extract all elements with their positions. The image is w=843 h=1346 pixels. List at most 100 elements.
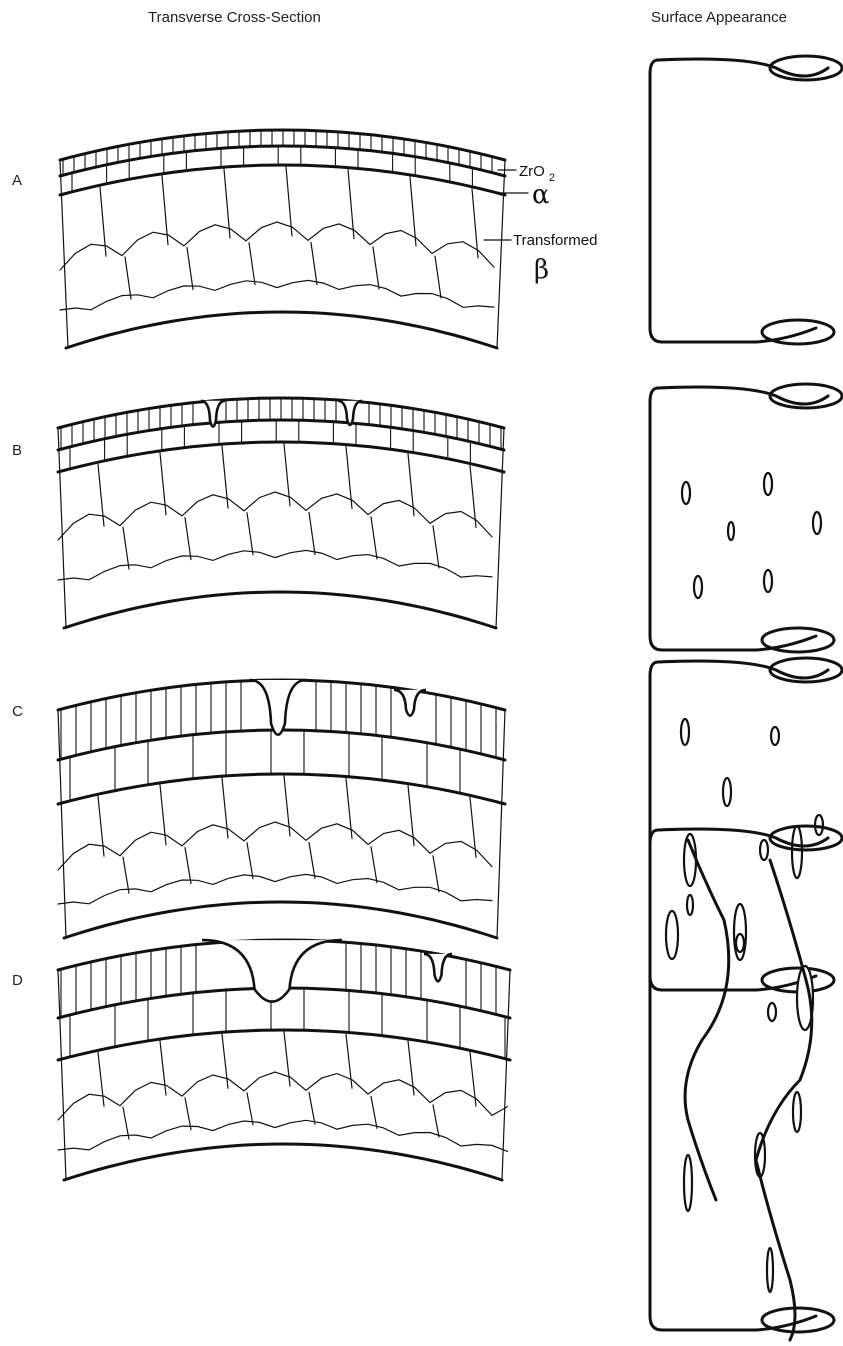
- surface-appearance-header: Surface Appearance: [651, 9, 787, 26]
- cross-section-c: [58, 680, 505, 938]
- surface-pit: [793, 1092, 801, 1132]
- beta-grain-boundary: [346, 779, 352, 839]
- inner-surface: [64, 1144, 502, 1180]
- surface-pit: [767, 1248, 773, 1292]
- oxide-pit: [394, 690, 426, 716]
- beta-grain-boundary: [433, 526, 439, 568]
- cross-section-a: [60, 130, 505, 348]
- beta-grain-boundary: [373, 247, 379, 289]
- cross-section-b: [58, 398, 504, 628]
- beta-grain-boundary: [247, 513, 253, 555]
- surface-pit: [813, 512, 821, 534]
- beta-grain-boundary: [284, 776, 290, 836]
- beta-grain-boundary: [309, 513, 315, 555]
- beta-grain-boundary: [371, 517, 377, 559]
- row-label-b: B: [12, 442, 22, 459]
- alpha-label: α: [532, 180, 550, 210]
- alpha-beta-interface: [58, 442, 504, 472]
- beta-grain-boundary: [222, 778, 228, 838]
- beta-grain-boundary: [371, 1096, 377, 1128]
- beta-grain-boundary: [125, 257, 131, 299]
- beta-grain-boundary: [408, 1041, 414, 1095]
- surface-pit: [736, 934, 744, 952]
- surface-pit: [687, 895, 693, 915]
- surface-d: [650, 826, 842, 1340]
- beta-grain-boundary: [98, 1052, 104, 1106]
- transformed-label: Transformed: [513, 232, 597, 249]
- tube-top-edge: [658, 387, 828, 404]
- beta-grain-boundary: [58, 1120, 508, 1151]
- beta-grain-boundary: [249, 243, 255, 285]
- beta-grain-boundary: [185, 1098, 191, 1130]
- beta-grain-boundary: [371, 847, 377, 883]
- beta-grain-boundary: [433, 856, 439, 892]
- beta-grain-boundary: [60, 280, 494, 310]
- tube-bottom-loop: [762, 1308, 834, 1332]
- zro2-text: ZrO: [519, 163, 545, 180]
- beta-grain-boundary: [435, 256, 441, 298]
- row-label-a: A: [12, 172, 22, 189]
- beta-grain-boundary: [98, 796, 104, 856]
- surface-pit: [792, 826, 802, 878]
- inner-surface: [64, 902, 497, 938]
- beta-grain-boundary: [160, 1041, 166, 1095]
- beta-grain-boundary: [58, 1072, 508, 1120]
- beta-grain-boundary: [60, 222, 494, 270]
- surface-pit: [771, 727, 779, 745]
- alpha-beta-interface: [58, 774, 505, 804]
- tube-bottom-loop: [762, 628, 834, 652]
- alpha-beta-interface: [60, 165, 505, 195]
- surface-pit: [682, 482, 690, 504]
- beta-grain-boundary: [222, 1034, 228, 1088]
- left-edge: [58, 970, 66, 1180]
- surface-pit: [681, 719, 689, 745]
- beta-grain-boundary: [98, 464, 104, 526]
- tube-outline: [650, 388, 816, 650]
- surface-pit: [764, 570, 772, 592]
- spalled-region-outline: [685, 840, 812, 1340]
- right-edge: [496, 428, 504, 628]
- oxide-pit: [250, 680, 306, 735]
- beta-grain-boundary: [346, 1034, 352, 1088]
- cross-section-d: [58, 940, 510, 1180]
- oxide-pit: [202, 940, 342, 1002]
- surface-a: [650, 56, 842, 344]
- zro2-subscript: 2: [549, 172, 555, 184]
- beta-grain-boundary: [311, 243, 317, 285]
- beta-grain-boundary: [470, 1052, 476, 1106]
- oxide-metal-interface: [58, 420, 504, 450]
- right-edge: [497, 710, 505, 938]
- oxide-metal-interface: [58, 730, 505, 760]
- beta-grain-boundary: [247, 1093, 253, 1125]
- surface-pit: [723, 778, 731, 806]
- surface-pit: [728, 522, 734, 540]
- surface-pit: [768, 1003, 776, 1021]
- beta-grain-boundary: [123, 527, 129, 569]
- beta-grain-boundary: [284, 1032, 290, 1086]
- beta-grain-boundary: [222, 446, 228, 508]
- beta-grain-boundary: [309, 1092, 315, 1124]
- surface-pit: [764, 473, 772, 495]
- left-edge: [58, 428, 66, 628]
- tube-top-edge: [658, 661, 828, 678]
- beta-grain-boundary: [123, 857, 129, 893]
- beta-grain-boundary: [309, 843, 315, 879]
- beta-grain-boundary: [160, 453, 166, 515]
- beta-grain-boundary: [58, 822, 492, 870]
- tube-top-edge: [658, 59, 828, 76]
- left-edge: [60, 160, 68, 348]
- row-label-c: C: [12, 703, 23, 720]
- beta-grain-boundary: [123, 1107, 129, 1139]
- beta-grain-boundary: [185, 848, 191, 884]
- row-label-d: D: [12, 972, 23, 989]
- cross-section-header: Transverse Cross-Section: [148, 9, 321, 26]
- right-edge: [502, 970, 510, 1180]
- beta-grain-boundary: [58, 874, 492, 904]
- beta-grain-boundary: [433, 1105, 439, 1137]
- beta-grain-boundary: [185, 518, 191, 560]
- oxide-metal-interface: [60, 146, 505, 176]
- tube-outline: [650, 830, 816, 1330]
- beta-grain-boundary: [187, 248, 193, 290]
- oxide-pit: [424, 954, 452, 982]
